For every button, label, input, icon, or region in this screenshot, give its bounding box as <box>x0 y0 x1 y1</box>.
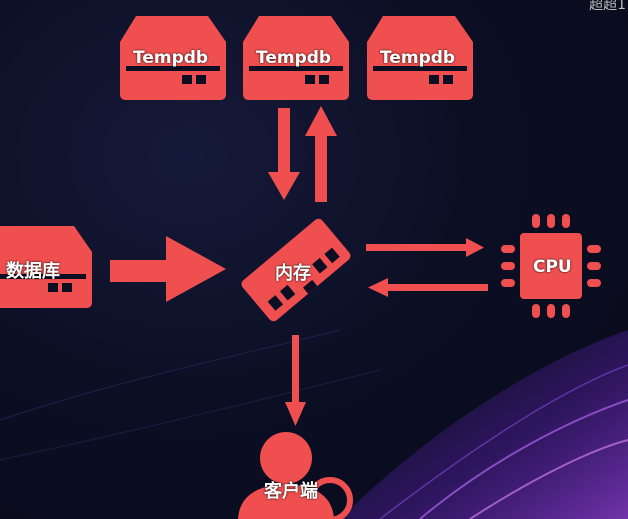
corner-watermark-text: 超超1 <box>589 0 626 13</box>
tempdb-drive-icon <box>120 16 226 100</box>
client-user-icon <box>238 432 353 519</box>
arrow-tempdb-to-memory <box>268 108 300 200</box>
arrow-database-to-memory <box>110 236 226 302</box>
tempdb-drive-icon <box>367 16 473 100</box>
database-label: 数据库 <box>6 261 60 282</box>
memory-module-icon <box>241 218 351 322</box>
memory-label: 内存 <box>275 263 311 284</box>
arrow-memory-to-tempdb <box>305 106 337 202</box>
tempdb-drive-icon <box>243 16 349 100</box>
tempdb-label-2: Tempdb <box>256 48 332 68</box>
client-label: 客户端 <box>264 481 318 502</box>
arrow-memory-to-cpu <box>366 238 484 257</box>
cpu-chip-icon <box>501 214 601 318</box>
arrow-cpu-to-memory <box>368 278 488 297</box>
arrow-memory-to-client <box>285 335 306 426</box>
cpu-label: CPU <box>533 257 572 277</box>
database-drive-icon <box>0 226 92 308</box>
tempdb-label-3: Tempdb <box>380 48 456 68</box>
tempdb-label-1: Tempdb <box>133 48 209 68</box>
